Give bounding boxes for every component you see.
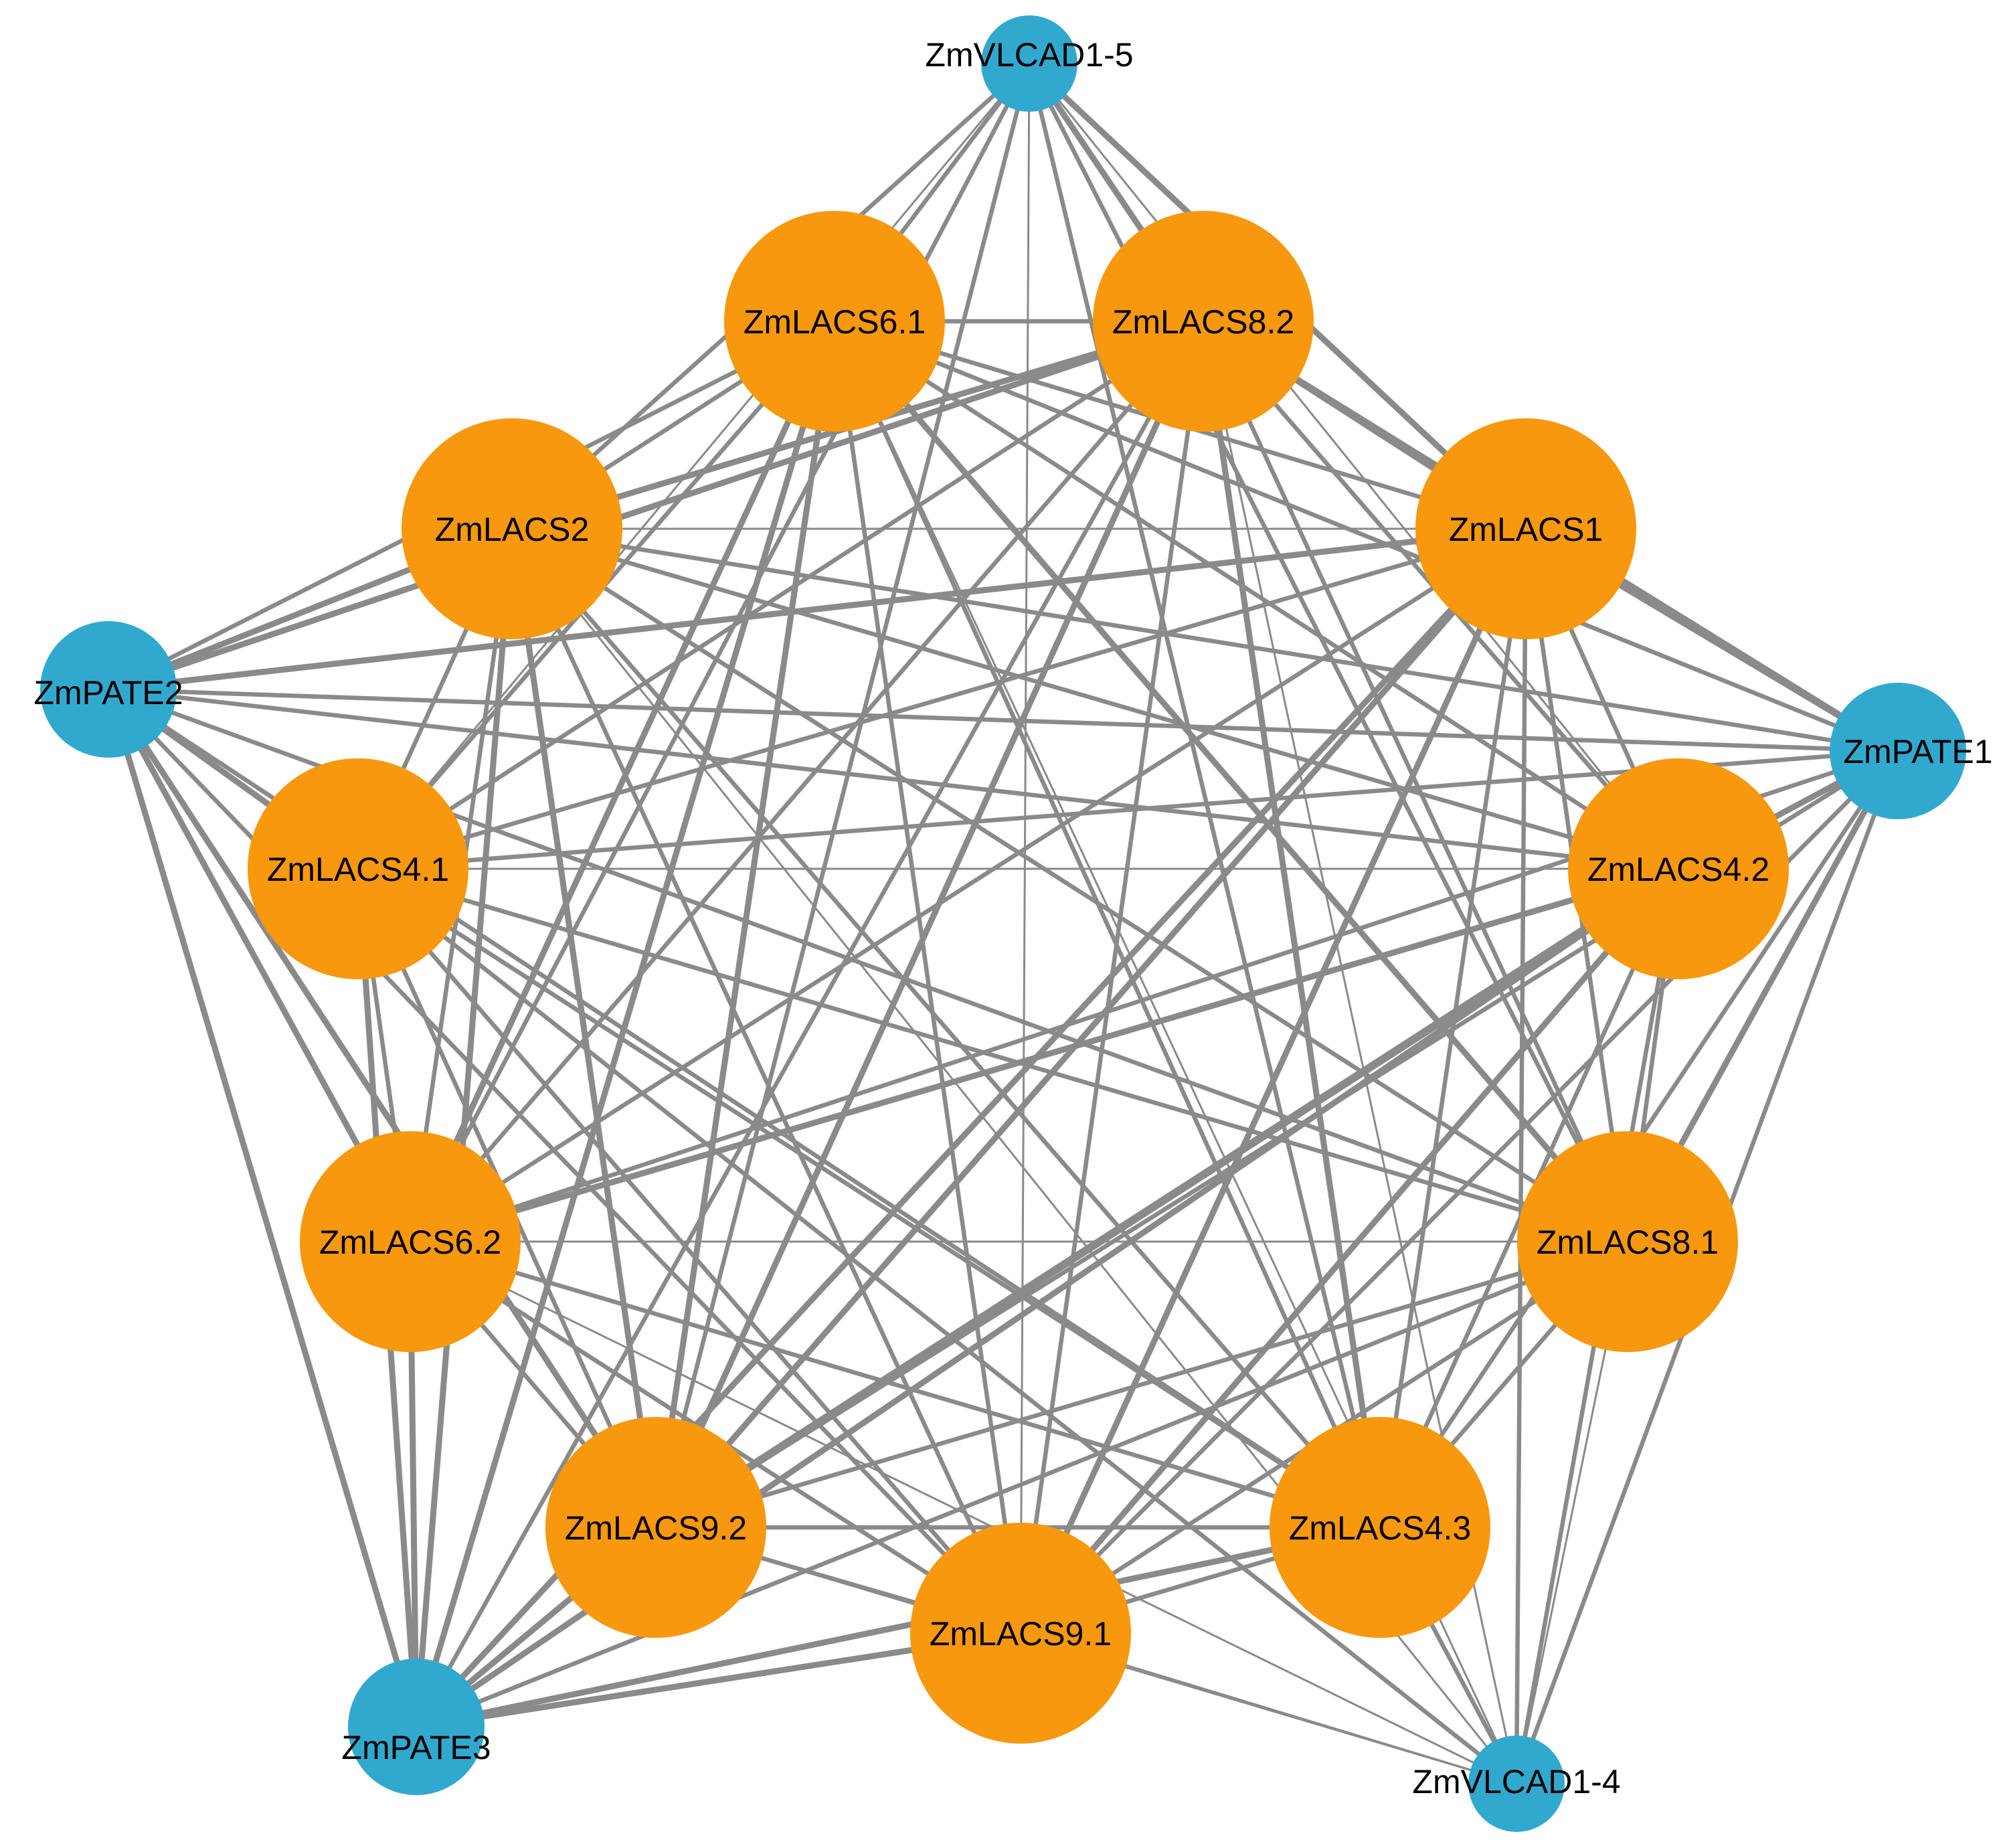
node-label: ZmVLCAD1-5 [925,36,1133,74]
edge-ZmPATE1-ZmLACS2 [511,526,1899,754]
node-ZmLACS6.2: ZmLACS6.2 [300,1131,521,1352]
edge-ZmPATE2-ZmLACS8.2 [107,318,1205,693]
edge-ZmVLCAD1-4-ZmLACS1 [1514,528,1529,1784]
node-ZmPATE1: ZmPATE1 [1830,683,1993,819]
node-label: ZmPATE3 [341,1729,491,1766]
edge-ZmVLCAD1-5-ZmLACS4.1 [357,63,1031,869]
edge-ZmPATE3-ZmLACS8.1 [415,1239,1629,1730]
node-ZmLACS9.2: ZmLACS9.2 [545,1417,766,1638]
node-circle [248,758,468,979]
node-ZmLACS2: ZmLACS2 [402,418,622,639]
node-label: ZmLACS9.1 [930,1615,1112,1653]
node-label: ZmLACS4.3 [1289,1509,1471,1547]
node-ZmLACS4.3: ZmLACS4.3 [1270,1417,1490,1638]
node-label: ZmLACS2 [435,511,590,548]
edge-ZmPATE3-ZmLACS8.2 [414,320,1205,1728]
node-label: ZmLACS1 [1449,511,1603,548]
node-ZmLACS8.1: ZmLACS8.1 [1517,1131,1738,1352]
node-circle [1270,1417,1490,1638]
node-circle [545,1417,766,1638]
edge-ZmLACS8.2-ZmLACS9.2 [652,320,1207,1529]
node-circle [981,15,1077,112]
edge-ZmLACS2-ZmLACS9.1 [510,527,1023,1634]
edge-ZmLACS4.2-ZmLACS9.1 [1018,867,1681,1635]
node-circle [1415,418,1636,639]
edge-ZmPATE1-ZmLACS6.1 [833,319,1899,754]
edge-ZmLACS6.1-ZmLACS9.2 [652,321,838,1528]
node-label: ZmLACS8.1 [1537,1224,1719,1261]
edge-ZmLACS4.2-ZmLACS9.2 [653,865,1681,1531]
edge-ZmPATE3-ZmLACS4.3 [416,1524,1381,1730]
node-ZmPATE3: ZmPATE3 [341,1659,491,1795]
node-ZmLACS8.2: ZmLACS8.2 [1093,211,1314,432]
node-ZmLACS4.2: ZmLACS4.2 [1568,758,1789,979]
node-ZmVLCAD1-4: ZmVLCAD1-4 [1412,1736,1621,1832]
node-label: ZmPATE2 [33,674,183,711]
edge-ZmVLCAD1-5-ZmLACS9.2 [653,63,1032,1528]
node-label: ZmVLCAD1-4 [1412,1763,1620,1800]
node-circle [1830,683,1966,819]
edge-ZmLACS6.1-ZmLACS9.1 [832,321,1023,1634]
edge-ZmLACS1-ZmLACS4.1 [357,526,1527,871]
node-layer: ZmVLCAD1-5ZmPATE2ZmPATE1ZmPATE3ZmVLCAD1-… [33,15,1993,1832]
edge-ZmLACS6.1-ZmLACS4.3 [833,320,1382,1529]
node-circle [1568,758,1789,979]
node-circle [1468,1736,1565,1832]
edge-ZmPATE3-ZmLACS2 [413,528,515,1728]
node-label: ZmPATE1 [1843,733,1992,770]
edge-ZmLACS4.1-ZmLACS8.1 [357,866,1628,1244]
node-label: ZmLACS8.2 [1112,303,1294,341]
edge-ZmLACS8.2-ZmLACS8.1 [1201,320,1630,1243]
edge-ZmLACS2-ZmLACS4.3 [510,527,1382,1529]
edge-ZmVLCAD1-4-ZmLACS4.1 [356,867,1518,1786]
node-ZmLACS4.1: ZmLACS4.1 [248,758,468,979]
node-circle [724,211,945,432]
edge-ZmLACS6.2-ZmLACS4.3 [410,1239,1381,1530]
node-ZmLACS1: ZmLACS1 [1415,418,1636,639]
node-circle [1093,211,1314,432]
edge-ZmLACS8.2-ZmLACS6.2 [408,319,1205,1244]
node-ZmPATE2: ZmPATE2 [33,621,183,758]
node-label: ZmLACS6.2 [319,1224,501,1261]
node-circle [402,418,622,639]
edge-ZmLACS4.1-ZmLACS9.1 [356,867,1023,1635]
node-circle [910,1523,1131,1744]
edge-ZmVLCAD1-5-ZmLACS4.2 [1028,63,1680,869]
node-circle [1517,1131,1738,1352]
edge-ZmLACS6.1-ZmLACS6.2 [407,320,838,1243]
edge-ZmPATE2-ZmPATE3 [105,688,420,1728]
edge-ZmLACS2-ZmLACS9.2 [509,528,659,1528]
edge-ZmLACS4.2-ZmLACS6.2 [409,865,1680,1245]
node-label: ZmLACS6.1 [744,303,926,341]
edge-ZmPATE3-ZmLACS6.1 [413,320,838,1728]
edge-ZmPATE2-ZmLACS9.2 [106,687,659,1529]
edge-ZmLACS2-ZmLACS8.1 [511,527,1629,1244]
node-circle [300,1131,521,1352]
edge-ZmPATE2-ZmLACS1 [108,525,1527,693]
node-label: ZmLACS9.2 [565,1509,747,1547]
edge-ZmLACS1-ZmLACS9.2 [653,527,1529,1529]
node-ZmVLCAD1-5: ZmVLCAD1-5 [925,15,1134,112]
edge-ZmVLCAD1-4-ZmLACS6.2 [410,1240,1517,1785]
node-ZmLACS9.1: ZmLACS9.1 [910,1523,1131,1744]
edge-ZmLACS8.1-ZmLACS9.2 [655,1239,1628,1530]
edge-ZmVLCAD1-5-ZmLACS4.3 [1027,63,1383,1528]
node-circle [348,1659,485,1795]
edge-ZmPATE2-ZmLACS4.2 [108,687,1679,871]
edge-ZmPATE2-ZmPATE1 [108,687,1899,754]
node-circle [40,621,177,758]
edge-ZmVLCAD1-5-ZmLACS9.1 [1019,63,1031,1634]
node-label: ZmLACS4.2 [1587,851,1769,888]
node-ZmLACS6.1: ZmLACS6.1 [724,211,945,432]
node-label: ZmLACS4.1 [267,851,449,888]
edge-ZmLACS8.2-ZmLACS4.3 [1200,321,1383,1528]
